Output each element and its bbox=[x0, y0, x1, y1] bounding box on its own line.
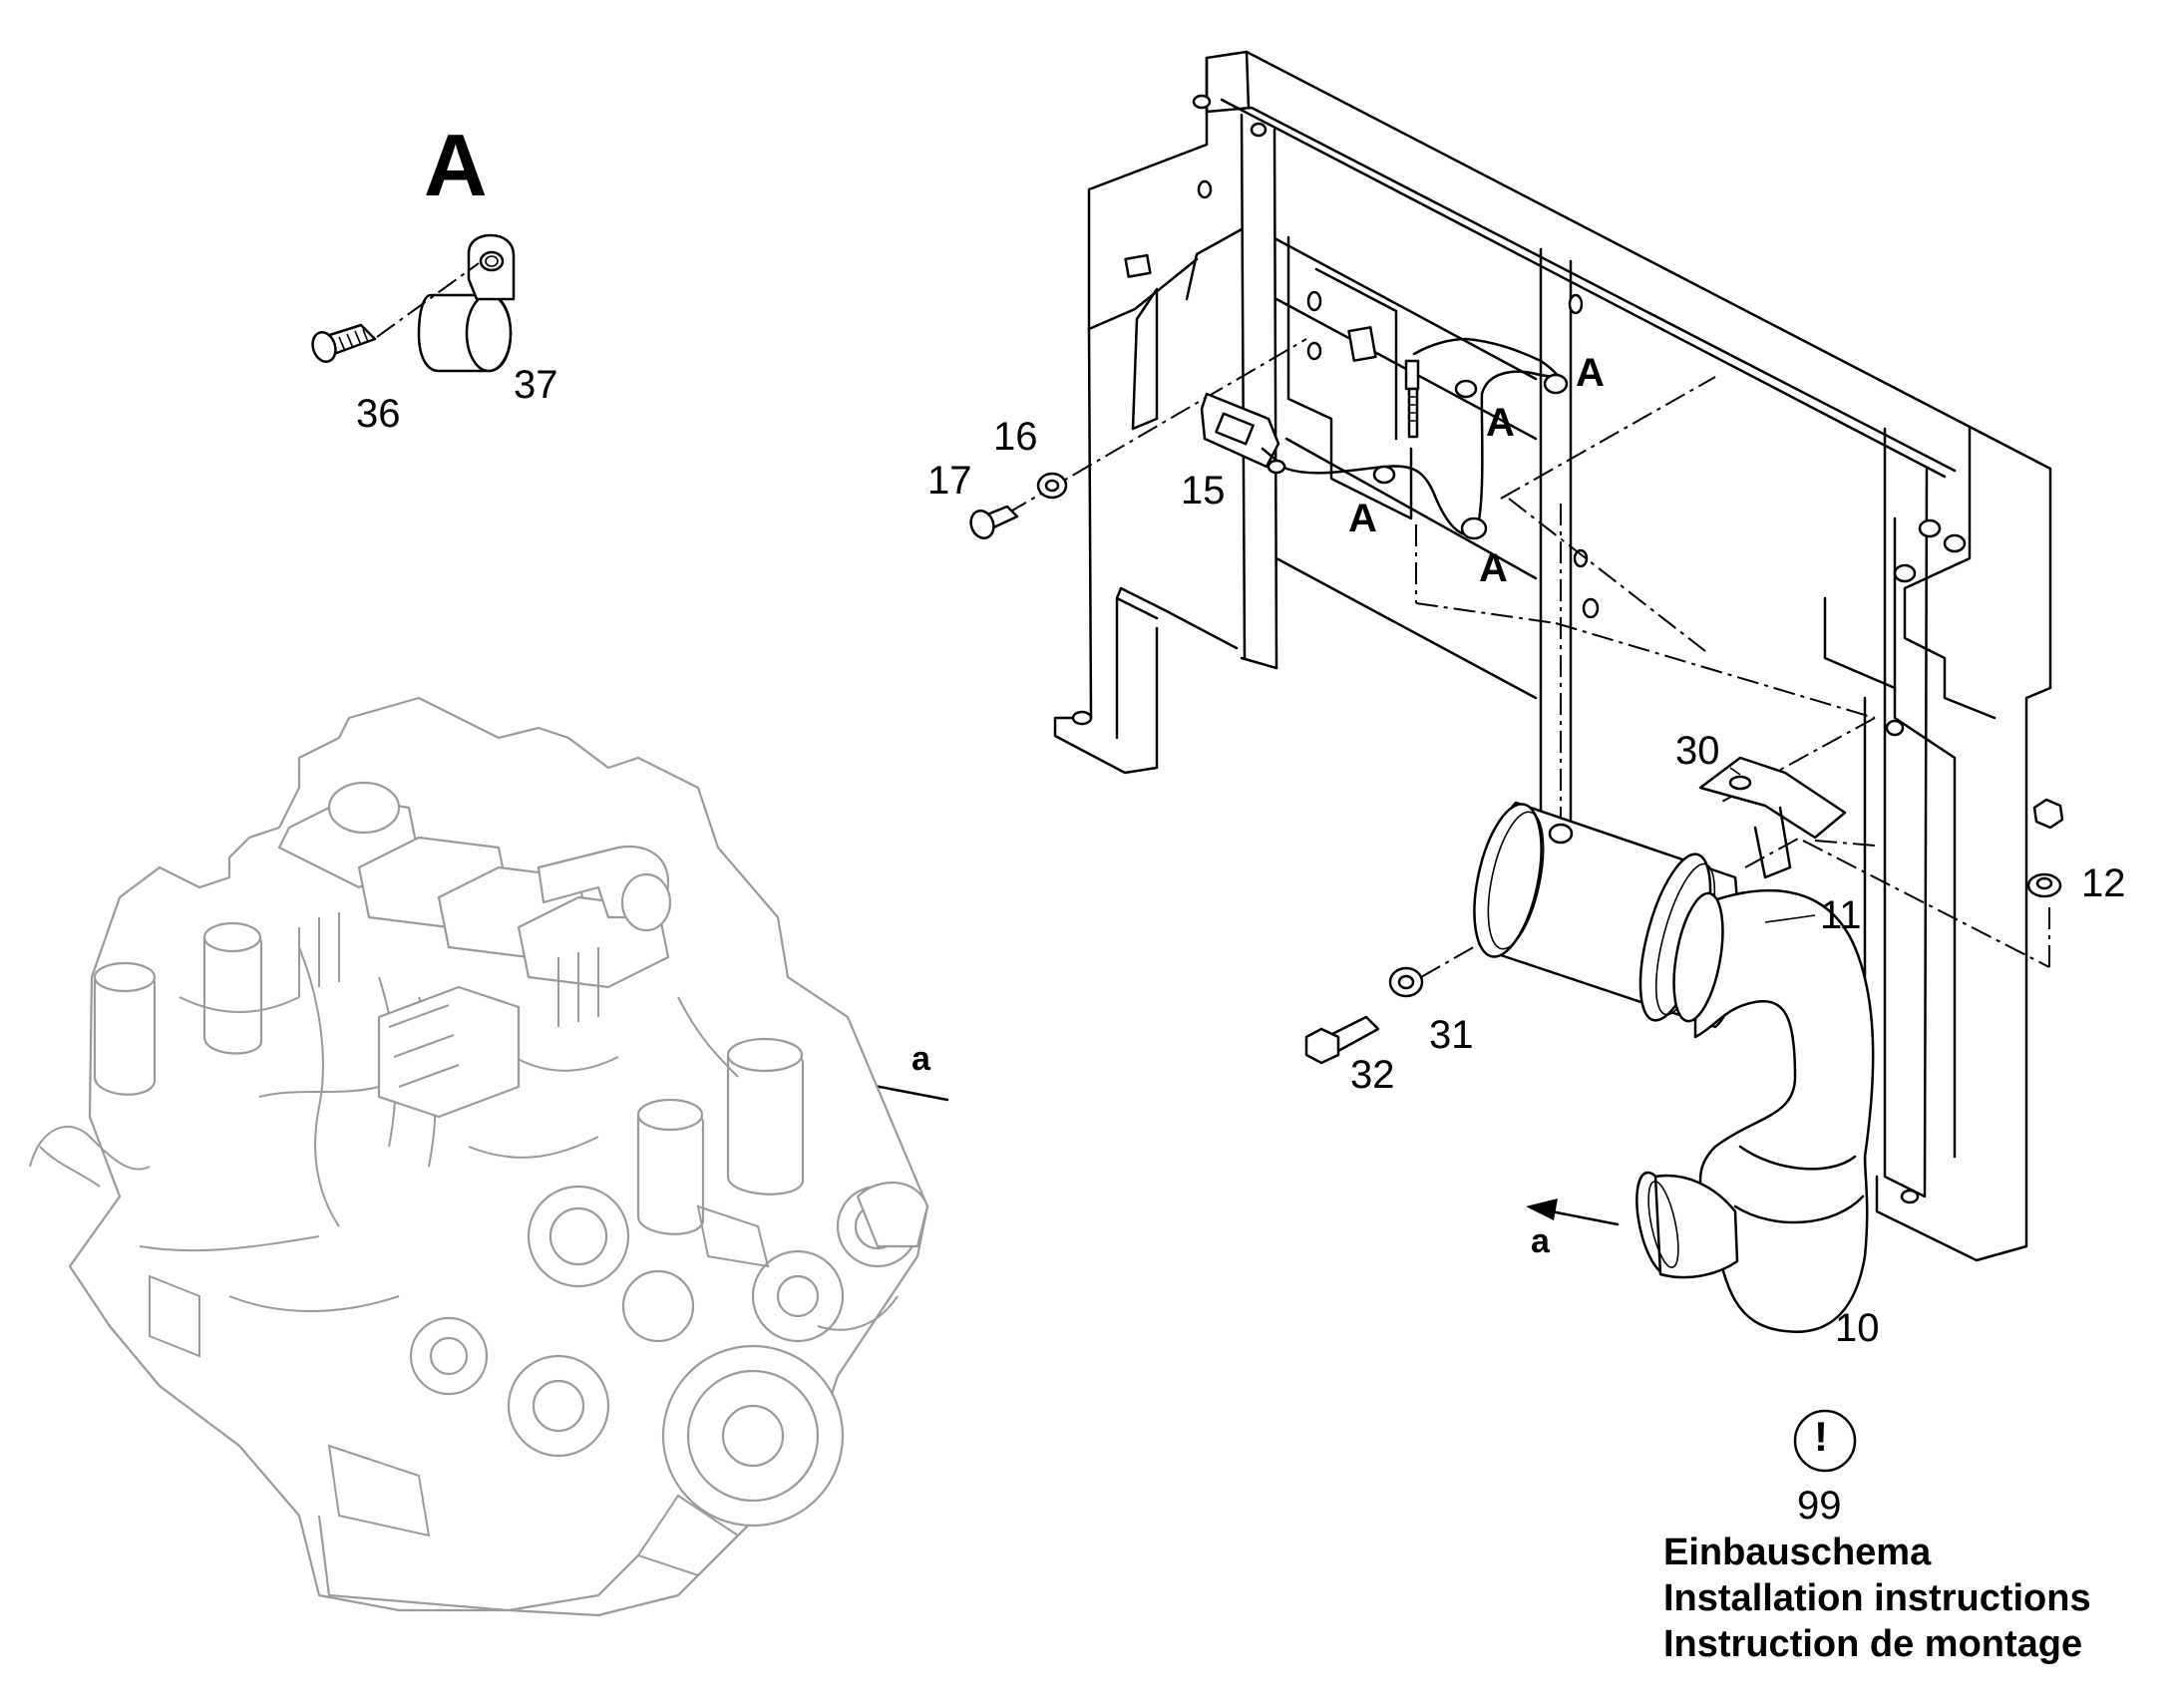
screw-32-icon bbox=[1304, 1015, 1380, 1065]
callout-32: 32 bbox=[1350, 1053, 1395, 1097]
view-arrow-lower bbox=[1526, 1198, 1620, 1226]
detail-ref-a-2: A bbox=[1486, 401, 1515, 445]
warning-circle-icon bbox=[1793, 1409, 1857, 1473]
detail-ref-a-3: A bbox=[1348, 497, 1377, 540]
detail-a-group bbox=[311, 233, 516, 373]
callout-10: 10 bbox=[1835, 1306, 1880, 1350]
frame-bolts bbox=[1071, 94, 1967, 1204]
note-symbol-group bbox=[1793, 1409, 1857, 1473]
detail-a-title: A bbox=[424, 116, 488, 214]
screw-36-icon bbox=[311, 323, 377, 363]
callout-17: 17 bbox=[927, 459, 972, 503]
view-label-a-lower: a bbox=[1531, 1222, 1550, 1260]
engine-illustration bbox=[29, 696, 929, 1617]
callout-30: 30 bbox=[1675, 729, 1720, 773]
instruction-en: Installation instructions bbox=[1663, 1577, 2091, 1619]
callout-15: 15 bbox=[1181, 469, 1226, 512]
muffler-pipe-10 bbox=[1473, 801, 1875, 1333]
sensor-15-assembly bbox=[1200, 337, 1569, 540]
detail-ref-a-4: A bbox=[1479, 546, 1508, 590]
callout-31: 31 bbox=[1429, 1013, 1474, 1057]
callout-11: 11 bbox=[1820, 893, 1862, 937]
clip-37-icon bbox=[417, 233, 516, 373]
mounting-frame bbox=[1053, 50, 2052, 1262]
callout-16: 16 bbox=[993, 415, 1038, 459]
callout-12: 12 bbox=[2081, 861, 2126, 905]
warning-symbol: ! bbox=[1814, 1413, 1828, 1460]
instruction-fr: Instruction de montage bbox=[1663, 1623, 2083, 1665]
washer-16-icon bbox=[1036, 472, 1068, 500]
detail-ref-a-1: A bbox=[1576, 351, 1605, 395]
view-label-a-upper: a bbox=[911, 1040, 930, 1078]
bracket-30-icon bbox=[1698, 756, 1847, 879]
instruction-de: Einbauschema bbox=[1663, 1532, 1932, 1573]
screw-17-icon bbox=[969, 505, 1019, 539]
callout-99: 99 bbox=[1797, 1484, 1842, 1528]
callout-36: 36 bbox=[356, 392, 401, 436]
leader-lines bbox=[1729, 767, 1816, 923]
washer-31-icon bbox=[1388, 966, 1424, 998]
callout-37: 37 bbox=[514, 363, 558, 407]
nut-12-icon bbox=[2026, 798, 2064, 898]
